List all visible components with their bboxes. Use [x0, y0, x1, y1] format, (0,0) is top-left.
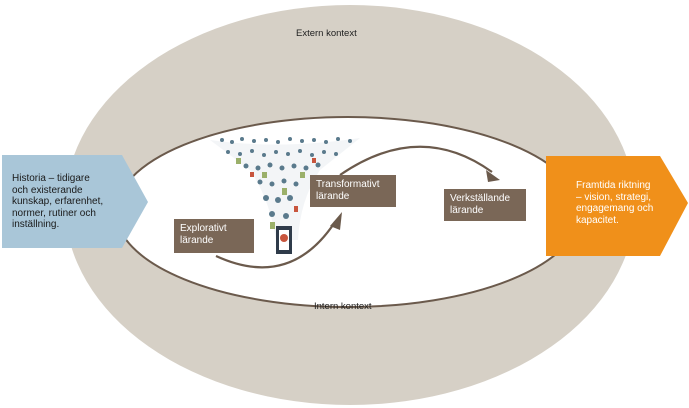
explorative-line-1: Explorativt — [180, 223, 227, 234]
future-line-3: engagemang och — [576, 203, 654, 214]
arrowhead-1 — [330, 212, 342, 230]
outer-context-label: Extern kontext — [296, 28, 357, 39]
crowd-funnel-illustration — [210, 137, 360, 254]
history-line-5: inställning. — [12, 219, 60, 230]
transformative-line-2: lärande — [316, 190, 350, 202]
arrowhead-2 — [486, 170, 500, 182]
executive-line-1: Verkställande — [450, 193, 511, 204]
explorative-line-2: lärande — [180, 234, 214, 246]
transformative-learning-box: Transformativt lärande — [310, 175, 396, 207]
future-line-1: Framtida riktning — [576, 180, 651, 191]
history-line-2: och existerande — [12, 184, 83, 196]
executive-line-2: lärande — [450, 204, 484, 216]
history-arrow-shape — [2, 155, 148, 248]
future-line-4: kapacitet. — [576, 214, 619, 226]
history-line-4: normer, rutiner och — [12, 207, 96, 219]
history-line-1: Historia – tidigare — [12, 173, 90, 184]
transformative-to-executive-arrow — [339, 145, 493, 176]
explorative-learning-box: Explorativt lärande — [174, 219, 254, 253]
future-text: Framtida riktning – vision, strategi, en… — [576, 180, 676, 226]
explorative-to-transformative-arrow — [215, 221, 336, 269]
future-line-2: – vision, strategi, — [576, 191, 652, 203]
transformative-line-1: Transformativt — [316, 179, 380, 190]
future-arrow-shape — [546, 156, 688, 256]
history-line-3: kunskap, erfarenhet, — [12, 196, 104, 207]
executive-learning-box: Verkställande lärande — [444, 189, 526, 221]
inner-context-label: Intern kontext — [314, 301, 372, 312]
history-text: Historia – tidigare och existerande kuns… — [12, 173, 137, 231]
